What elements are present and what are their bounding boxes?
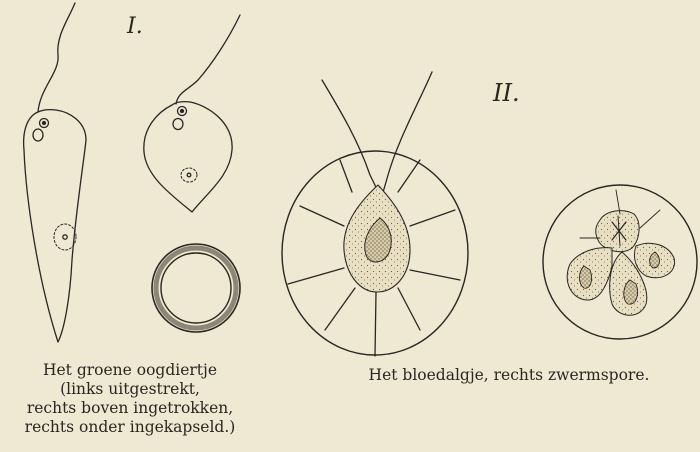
caption-haematococcus: Het bloedalgje, rechts zwermspore. <box>318 366 700 385</box>
caption-euglena: Het groene oogdiertje (links uitgestrekt… <box>0 361 260 437</box>
haematococcus-cell-drawing <box>282 72 468 356</box>
euglena-encysted-drawing <box>152 244 240 332</box>
zoospores-drawing <box>543 185 697 339</box>
caption-euglena-line: (links uitgestrekt, <box>0 380 260 399</box>
caption-haematococcus-text: Het bloedalgje, rechts zwermspore. <box>318 366 700 385</box>
euglena-extended-drawing <box>24 3 86 342</box>
caption-euglena-line: Het groene oogdiertje <box>0 361 260 380</box>
figure-label-two: II. <box>492 79 520 107</box>
caption-euglena-line: rechts onder ingekapseld.) <box>0 418 260 437</box>
caption-euglena-line: rechts boven ingetrokken, <box>0 399 260 418</box>
figure-label-one: I. <box>126 14 143 39</box>
euglena-contracted-drawing <box>144 15 240 212</box>
